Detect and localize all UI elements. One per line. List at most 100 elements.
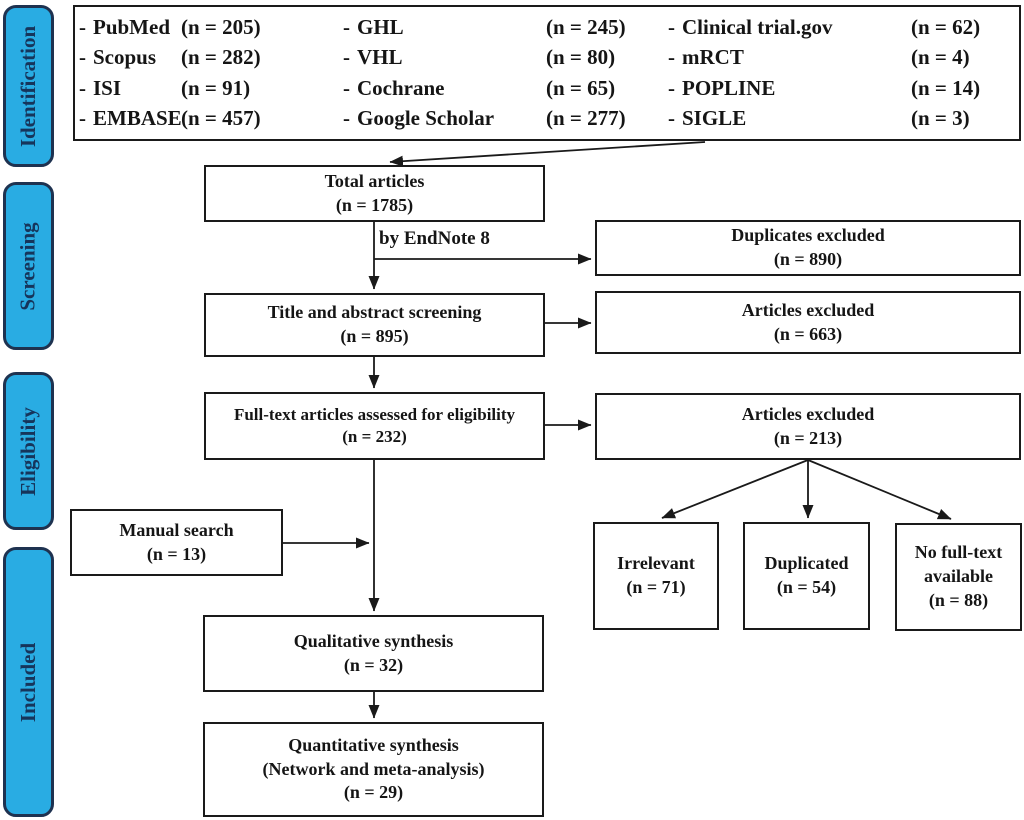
box-line: Articles excluded — [741, 403, 875, 424]
box-line: Duplicated — [764, 553, 849, 574]
box-duplicated: Duplicated (n = 54) — [743, 522, 870, 630]
database-entry: - PubMed (n = 205) — [79, 15, 343, 40]
stage-included-label: Included — [16, 642, 40, 722]
box-line: Quantitative synthesis — [288, 734, 459, 755]
database-count: (n = 457) — [181, 106, 261, 131]
database-entry: - Cochrane (n = 65) — [343, 76, 668, 101]
database-name: PubMed — [93, 14, 171, 39]
box-line: (n = 890) — [773, 249, 843, 269]
database-entry: - VHL (n = 80) — [343, 45, 668, 70]
database-entry: - EMBASE (n = 457) — [79, 106, 343, 131]
box-line: (n = 29) — [343, 782, 404, 803]
database-name: EMBASE — [93, 106, 182, 131]
box-line: (n = 54) — [776, 577, 837, 597]
databases-row: - ISI (n = 91) - Cochrane (n = 65) - POP… — [79, 73, 1013, 103]
database-entry: - Scopus (n = 282) — [79, 45, 343, 70]
bullet-dash: - — [343, 14, 350, 39]
bullet-dash: - — [79, 45, 86, 70]
box-duplicates-excluded: Duplicates excluded (n = 890) — [595, 220, 1021, 276]
database-count: (n = 282) — [181, 45, 261, 70]
box-line: Title and abstract screening — [267, 302, 482, 323]
databases-row: - Scopus (n = 282) - VHL (n = 80) - mRCT… — [79, 43, 1013, 73]
arrow-excluded-to-irrelevant — [661, 459, 809, 519]
box-total-articles: Total articles (n = 1785) — [204, 165, 545, 222]
box-line: Duplicates excluded — [731, 225, 885, 246]
database-entry: - SIGLE (n = 3) — [668, 106, 1013, 131]
database-count: (n = 4) — [911, 45, 970, 70]
box-line: (n = 213) — [773, 427, 843, 448]
box-qualitative-synthesis: Qualitative synthesis (n = 32) — [203, 615, 544, 692]
box-line: (n = 663) — [773, 323, 843, 344]
box-line: Manual search — [119, 519, 234, 540]
database-name: Cochrane — [357, 75, 445, 100]
box-quantitative-synthesis: Quantitative synthesis (Network and meta… — [203, 722, 544, 817]
box-articles-excluded-screening: Articles excluded (n = 663) — [595, 291, 1021, 354]
database-count: (n = 245) — [546, 14, 626, 39]
bullet-dash: - — [343, 106, 350, 131]
box-line: No full-text — [914, 542, 1003, 563]
database-entry: - mRCT (n = 4) — [668, 45, 1013, 70]
bullet-dash: - — [79, 14, 86, 39]
database-name: mRCT — [682, 45, 744, 70]
box-line: Irrelevant — [617, 553, 695, 574]
stage-included: Included — [3, 547, 54, 817]
database-name: Google Scholar — [357, 106, 495, 131]
box-line: (n = 88) — [928, 589, 989, 610]
box-line: Full-text articles assessed for eligibil… — [233, 404, 516, 424]
database-entry: - GHL (n = 245) — [343, 15, 668, 40]
database-name: POPLINE — [682, 75, 776, 100]
box-articles-excluded-eligibility: Articles excluded (n = 213) — [595, 393, 1021, 460]
box-line: (n = 32) — [343, 654, 404, 675]
bullet-dash: - — [343, 75, 350, 100]
database-name: VHL — [357, 45, 403, 70]
stage-eligibility-label: Eligibility — [16, 406, 40, 496]
bullet-dash: - — [79, 75, 86, 100]
box-line: (n = 71) — [626, 577, 686, 597]
database-count: (n = 80) — [546, 45, 616, 70]
stage-eligibility: Eligibility — [3, 372, 54, 530]
database-count: (n = 277) — [546, 106, 626, 131]
bullet-dash: - — [668, 75, 675, 100]
database-count: (n = 91) — [181, 75, 251, 100]
database-entry: - POPLINE (n = 14) — [668, 76, 1013, 101]
database-entry: - Google Scholar (n = 277) — [343, 106, 668, 131]
bullet-dash: - — [79, 106, 86, 131]
stage-screening: Screening — [3, 182, 54, 350]
box-line: available — [923, 566, 993, 587]
arrow-databases-to-total — [389, 141, 706, 167]
stage-identification: Identification — [3, 5, 54, 167]
box-title-abstract-screening: Title and abstract screening (n = 895) — [204, 293, 545, 357]
databases-box: - PubMed (n = 205) - GHL (n = 245) - Cli… — [73, 5, 1021, 141]
database-name: Clinical trial.gov — [682, 14, 833, 39]
database-entry: - Clinical trial.gov (n = 62) — [668, 15, 1013, 40]
box-line: (n = 1785) — [335, 194, 414, 215]
box-line: (Network and meta-analysis) — [262, 758, 485, 779]
box-line: Qualitative synthesis — [293, 630, 454, 651]
box-line: (n = 13) — [146, 543, 207, 564]
database-name: SIGLE — [682, 106, 747, 131]
stage-identification-label: Identification — [16, 25, 40, 147]
box-manual-search: Manual search (n = 13) — [70, 509, 283, 576]
bullet-dash: - — [343, 45, 350, 70]
database-count: (n = 14) — [911, 75, 981, 100]
box-line: (n = 895) — [340, 326, 409, 346]
bullet-dash: - — [668, 45, 675, 70]
bullet-dash: - — [668, 14, 675, 39]
stage-screening-label: Screening — [16, 221, 40, 311]
databases-row: - EMBASE (n = 457) - Google Scholar (n =… — [79, 104, 1013, 134]
box-no-fulltext-available: No full-text available (n = 88) — [895, 523, 1022, 631]
database-entry: - ISI (n = 91) — [79, 76, 343, 101]
bullet-dash: - — [668, 106, 675, 131]
database-name: ISI — [93, 75, 122, 100]
box-fulltext-assessed: Full-text articles assessed for eligibil… — [204, 392, 545, 460]
arrow-excluded-to-no-fulltext — [807, 459, 952, 520]
database-count: (n = 3) — [911, 106, 970, 131]
box-irrelevant: Irrelevant (n = 71) — [593, 522, 719, 630]
box-line: Total articles — [324, 170, 425, 191]
database-count: (n = 65) — [546, 75, 616, 100]
database-count: (n = 62) — [911, 14, 981, 39]
database-name: Scopus — [93, 45, 157, 70]
box-line: Articles excluded — [741, 299, 875, 320]
endnote-annotation: by EndNote 8 — [379, 228, 490, 249]
